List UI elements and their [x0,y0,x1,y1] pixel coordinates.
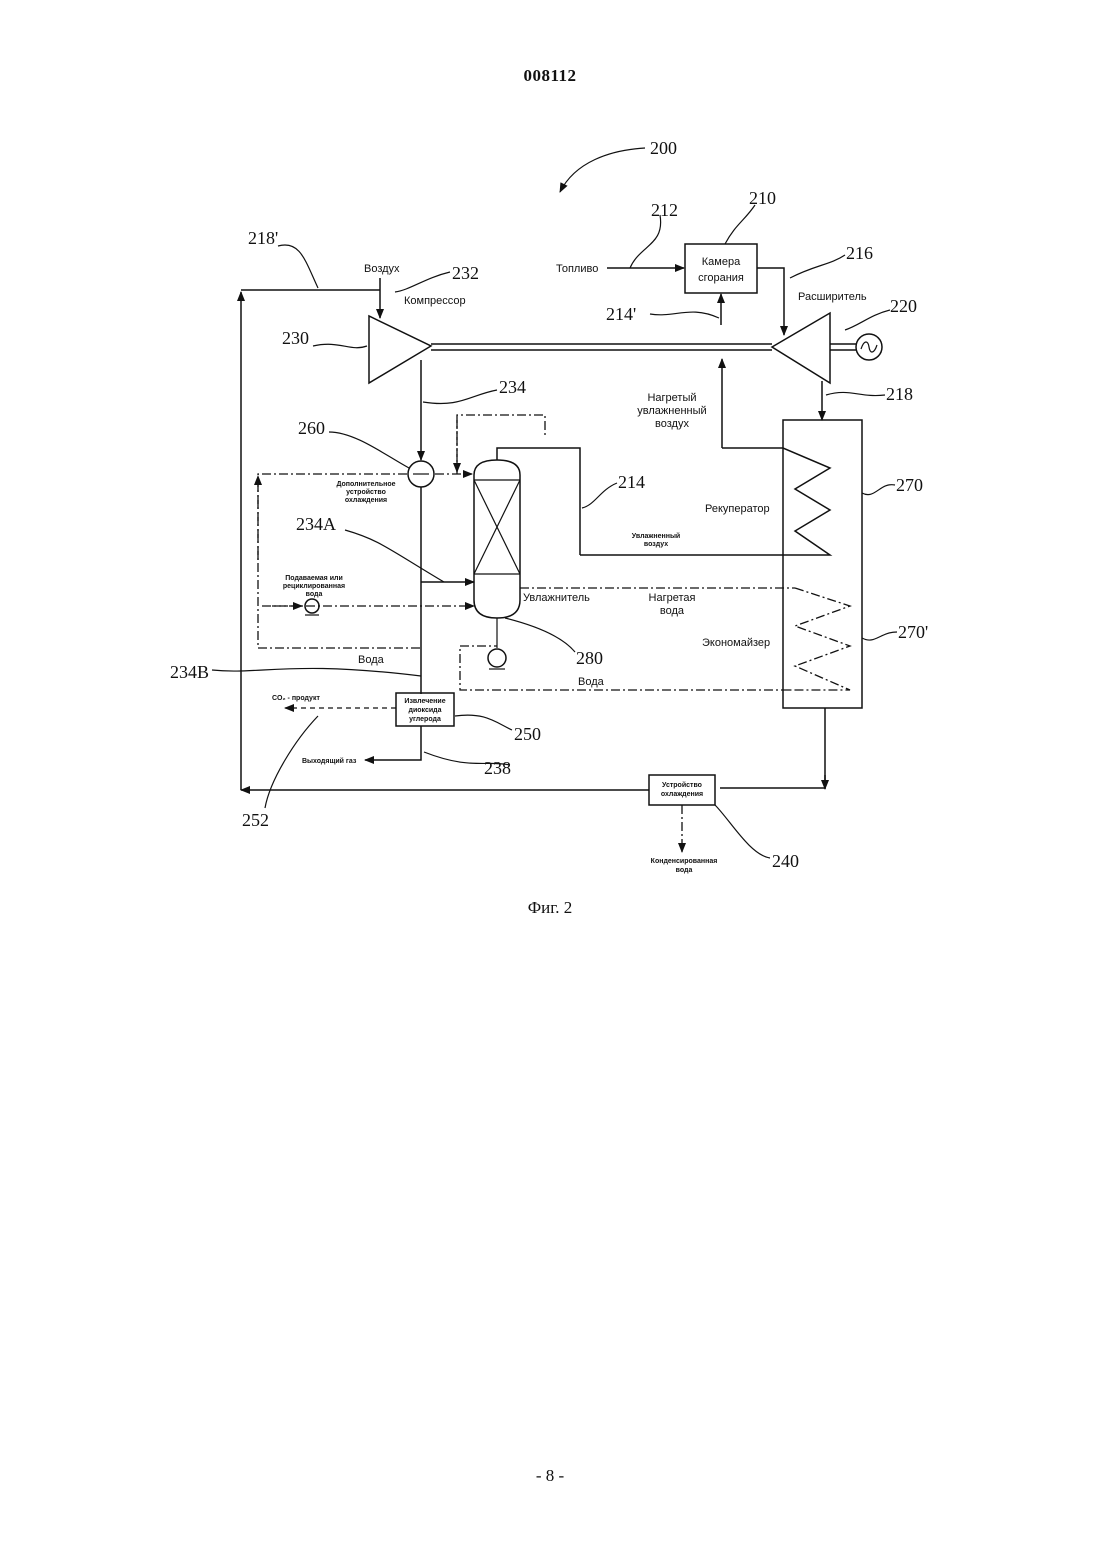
label-recuperator: Рекуператор [705,503,770,515]
label-economizer: Экономайзер [702,637,770,649]
label-aux-cooler-2: устройство [346,488,386,496]
ref-234: 234 [499,377,526,397]
ref-230: 230 [282,328,309,348]
ref-212: 212 [651,200,678,220]
label-makeup-water-3: вода [306,591,323,598]
ref-240: 240 [772,851,799,871]
label-humid-air-1: Увлажненный [632,532,680,540]
label-heated-humid-air-2: увлажненный [637,405,706,417]
economizer-coil [790,588,850,690]
label-aux-cooler-3: охлаждения [345,497,387,504]
combustor-box [685,244,757,293]
ref-220: 220 [890,296,917,316]
outlet-gas-line [365,726,421,760]
expander-symbol [772,313,830,383]
leader-216 [790,255,845,278]
label-cooler-2: охлаждения [661,791,703,798]
return-water-line [460,646,790,690]
label-co2-removal-2: диоксида [409,707,442,714]
label-heated-water-1: Нагретая [649,592,696,604]
heat-exchanger-column [783,420,862,708]
leader-240 [715,805,770,858]
label-heated-water-2: вода [660,605,685,617]
leader-232 [395,272,450,292]
leader-234B [212,668,421,676]
ref-238: 238 [484,758,511,778]
ref-270: 270 [896,475,923,495]
label-air: Воздух [364,263,400,275]
leader-230 [313,344,367,347]
leader-220 [845,310,890,330]
leader-214prime [650,312,719,318]
recycle-loop-line [720,708,825,788]
ref-280: 280 [576,648,603,668]
leader-260 [329,432,409,468]
leader-250 [455,715,512,730]
leader-270prime [862,632,897,640]
leader-280 [505,618,575,652]
recuperator-coil [580,448,830,555]
figure-caption: Фиг. 2 [0,898,1100,918]
label-heated-humid-air-3: воздух [655,418,689,430]
label-co2-product: CO₂ - продукт [272,695,320,702]
ref-234A: 234A [296,514,336,534]
ref-200: 200 [650,138,677,158]
ref-210: 210 [749,188,776,208]
label-water-2: Вода [578,676,605,688]
label-co2-removal-3: углерода [409,716,441,723]
leader-214 [582,483,617,508]
generator-sine [861,342,877,352]
label-makeup-water-1: Подаваемая или [285,575,343,582]
leader-210 [725,205,755,244]
leader-270 [862,485,895,495]
ref-214prime: 214' [606,304,636,324]
leader-234A [345,530,444,582]
label-heated-humid-air-1: Нагретый [647,392,696,404]
leader-218 [826,392,885,395]
label-compressor: Компрессор [404,295,466,307]
humidifier-vessel [474,460,520,618]
label-humidifier: Увлажнитель [523,592,590,604]
label-water-1: Вода [358,654,385,666]
leader-218prime [278,245,318,288]
label-humid-air-2: воздух [644,541,668,548]
label-expander: Расширитель [798,291,867,303]
aux-water-line [457,415,545,474]
label-aux-cooler-1: Дополнительное [336,481,395,488]
leader-234 [423,390,497,404]
ref-218prime: 218' [248,228,278,248]
ref-270prime: 270' [898,622,928,642]
system-pointer-arrow [560,148,645,192]
ref-250: 250 [514,724,541,744]
label-combustor-1: Камера [702,256,741,268]
leader-212 [630,215,661,268]
cooling-water-loop [258,474,421,648]
label-makeup-water-2: рециклированная [283,583,345,590]
label-combustor-2: сгорания [698,272,744,284]
ref-214: 214 [618,472,645,492]
ref-232: 232 [452,263,479,283]
ref-216: 216 [846,243,873,263]
page-number: - 8 - [0,1466,1100,1486]
ref-218: 218 [886,384,913,404]
ref-234B: 234B [170,662,209,682]
cooler-box [649,775,715,805]
humidifier-pump-symbol [488,649,506,667]
label-outlet-gas: Выходящий газ [302,757,357,765]
ref-252: 252 [242,810,269,830]
combustor-to-expander-line [757,268,784,335]
ref-260: 260 [298,418,325,438]
label-co2-removal-1: Извлечение [404,698,445,705]
label-cooler-1: Устройство [662,781,702,789]
label-condensed-water-1: Конденсированная [651,858,718,865]
label-fuel: Топливо [556,263,598,275]
label-condensed-water-2: вода [676,867,693,874]
